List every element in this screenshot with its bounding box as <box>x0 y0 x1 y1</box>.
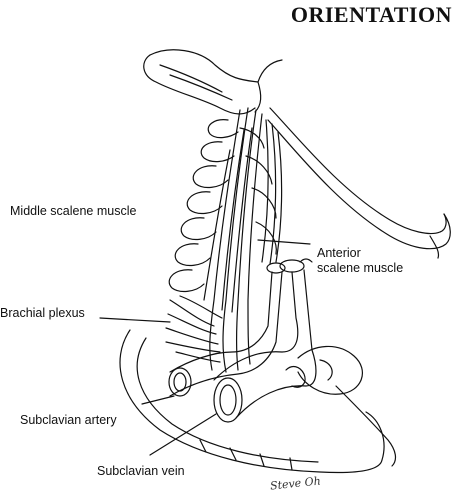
label-anterior-scalene-muscle: Anterior scalene muscle <box>317 246 403 276</box>
cervical-vertebrae <box>168 119 277 293</box>
first-rib <box>119 329 385 474</box>
page-title: ORIENTATION <box>290 2 452 27</box>
subclavian-vein <box>149 258 317 456</box>
jaw-outline <box>267 107 451 259</box>
anterior-scalene-muscle <box>257 119 311 265</box>
label-middle-scalene-muscle: Middle scalene muscle <box>10 204 137 218</box>
middle-scalene-muscle <box>203 107 263 373</box>
label-anterior-scalene-line2: scalene muscle <box>317 261 404 275</box>
label-brachial-plexus: Brachial plexus <box>0 306 85 320</box>
skull-base <box>143 49 283 115</box>
sternum <box>285 345 397 467</box>
label-subclavian-artery: Subclavian artery <box>20 413 117 427</box>
label-anterior-scalene-line1: Anterior <box>317 246 361 260</box>
label-subclavian-vein: Subclavian vein <box>97 464 185 478</box>
brachial-plexus <box>99 295 223 363</box>
